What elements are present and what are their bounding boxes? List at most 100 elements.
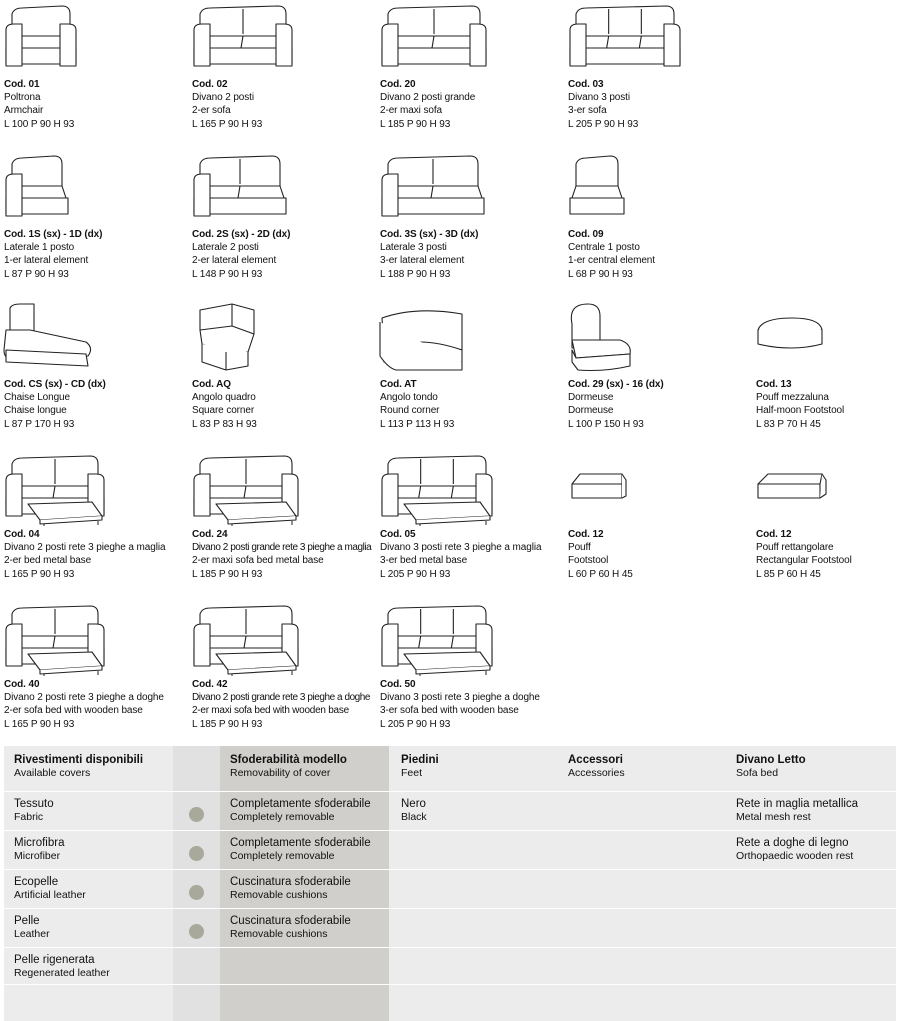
cover-option-it: Pelle rigenerata <box>14 954 95 966</box>
product-code: Cod. 42 <box>192 679 228 690</box>
product-code: Cod. 03 <box>568 79 604 90</box>
row-divider <box>4 830 896 831</box>
header-feet-it: Piedini <box>401 754 439 766</box>
product-name-it: Divano 3 posti <box>568 92 630 104</box>
cover-option-it: Ecopelle <box>14 876 59 888</box>
row-divider <box>4 947 896 948</box>
row-divider <box>4 908 896 909</box>
product-name-it: Pouff <box>568 542 591 554</box>
removability-option-it: Completamente sfoderabile <box>230 798 371 810</box>
product-code: Cod. 50 <box>380 679 416 690</box>
header-covers-it: Rivestimenti disponibili <box>14 754 144 766</box>
product-code: Cod. 12 <box>756 529 792 540</box>
product-code: Cod. 12 <box>568 529 604 540</box>
product-name-en: 3-er sofa bed with wooden base <box>380 705 519 717</box>
product-name-it: Centrale 1 posto <box>568 242 640 254</box>
header-removability-it: Sfoderabilità modello <box>230 754 347 766</box>
product-dimensions: L 185 P 90 H 93 <box>192 718 263 730</box>
product-dimensions: L 100 P 150 H 93 <box>568 418 644 430</box>
half-moon-pouf-icon <box>757 317 823 349</box>
removability-option-en: Removable cushions <box>230 928 328 940</box>
dormeuse-icon <box>570 303 631 372</box>
product-name-it: Angolo tondo <box>380 392 438 404</box>
product-code: Cod. CS (sx) - CD (dx) <box>4 379 106 390</box>
row-divider <box>4 869 896 870</box>
product-name-en: 2-er lateral element <box>192 255 277 267</box>
product-name-it: Divano 3 posti rete 3 pieghe a doghe <box>380 692 540 704</box>
product-code: Cod. AT <box>380 379 417 390</box>
product-dimensions: L 68 P 90 H 93 <box>568 268 633 280</box>
removability-option-it: Cuscinatura sfoderabile <box>230 876 351 888</box>
product-name-it: Chaise Longue <box>4 392 70 404</box>
feet-option-it: Nero <box>401 798 426 810</box>
product-name-it: Angolo quadro <box>192 392 256 404</box>
product-name-it: Laterale 1 posto <box>4 242 75 254</box>
product-name-it: Divano 2 posti grande rete 3 pieghe a ma… <box>192 542 372 554</box>
sofa-bed-3-seat-wooden-icon <box>381 605 493 676</box>
product-name-en: Armchair <box>4 105 44 117</box>
header-sofabed-en: Sofa bed <box>736 767 779 779</box>
product-name-en: Chaise longue <box>4 405 67 417</box>
product-dimensions: L 205 P 90 H 93 <box>568 118 639 130</box>
product-name-it: Pouff rettangolare <box>756 542 834 554</box>
product-name-en: Half-moon Footstool <box>756 405 845 417</box>
cover-option-en: Regenerated leather <box>14 967 110 979</box>
availability-dot-icon <box>189 807 204 822</box>
product-name-en: 1-er central element <box>568 255 655 267</box>
lateral-3-seat-icon <box>381 155 485 217</box>
armchair-icon <box>5 5 77 67</box>
product-name-it: Divano 3 posti rete 3 pieghe a maglia <box>380 542 542 554</box>
product-dimensions: L 185 P 90 H 93 <box>192 568 263 580</box>
product-code: Cod. 1S (sx) - 1D (dx) <box>4 229 103 240</box>
cover-option-it: Tessuto <box>14 798 54 810</box>
availability-dot-icon <box>189 924 204 939</box>
product-name-en: Square corner <box>192 405 255 417</box>
product-name-it: Laterale 2 posti <box>192 242 259 254</box>
product-name-en: Dormeuse <box>568 405 614 417</box>
availability-dot-icon <box>189 885 204 900</box>
product-name-it: Pouff mezzaluna <box>756 392 829 404</box>
sofa-3-seat-icon <box>569 5 681 67</box>
product-name-it: Laterale 3 posti <box>380 242 447 254</box>
removability-option-en: Completely removable <box>230 850 335 862</box>
round-corner-icon <box>379 310 463 371</box>
product-description: Cod. 50 Divano 3 posti rete 3 pieghe a do… <box>380 678 560 731</box>
square-corner-icon <box>199 303 255 371</box>
product-code: Cod. 29 (sx) - 16 (dx) <box>568 379 664 390</box>
header-feet-en: Feet <box>401 767 423 779</box>
removability-option-it: Cuscinatura sfoderabile <box>230 915 351 927</box>
product-code: Cod. 20 <box>380 79 416 90</box>
sofa-bed-2-seat-large-wooden-icon <box>193 605 299 676</box>
cover-option-en: Microfiber <box>14 850 61 862</box>
product-dimensions: L 113 P 113 H 93 <box>380 418 455 430</box>
product-name-it: Poltrona <box>4 92 41 104</box>
feet-option-en: Black <box>401 811 427 823</box>
product-dimensions: L 165 P 90 H 93 <box>4 568 75 580</box>
product-dimensions: L 205 P 90 H 93 <box>380 718 451 730</box>
header-removability-en: Removability of cover <box>230 767 331 779</box>
